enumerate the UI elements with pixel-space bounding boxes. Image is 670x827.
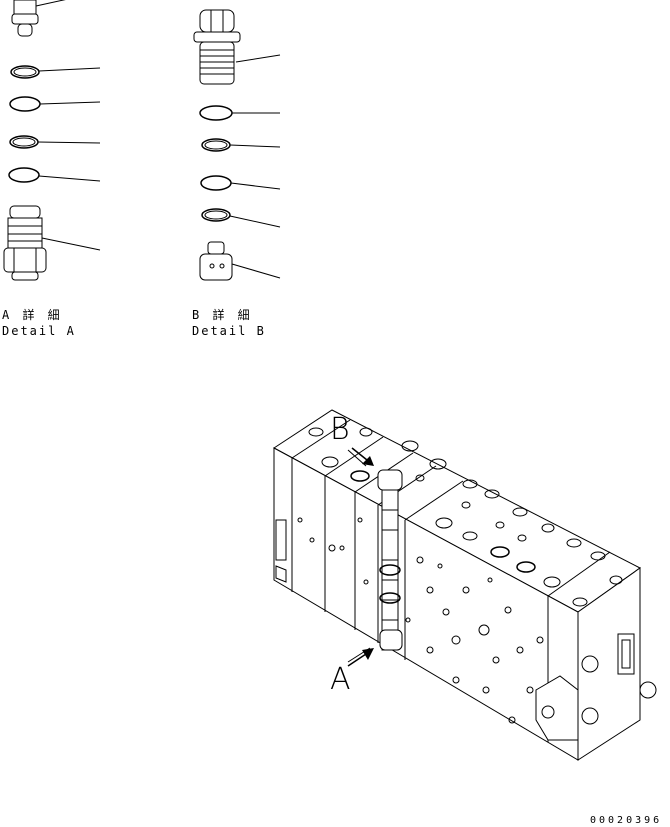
front-face-holes [297,517,544,724]
view-arrow-b [347,447,374,467]
detail-b-label-jp: B 詳 細 [192,308,253,322]
detail-a-parts [3,0,101,281]
detail-a-label-jp: A 詳 細 [2,308,63,322]
o-ring-a1 [10,65,40,79]
drawing-number: 00020396 [590,815,663,826]
end-cover [535,633,657,741]
detail-b-label-en: Detail B [192,324,266,338]
o-ring-b4 [201,208,231,222]
top-ports [308,427,623,607]
detail-a-label-en: Detail A [2,324,76,338]
o-ring-b1 [199,105,233,121]
control-valve-body [273,409,657,761]
view-b-letter: B [330,412,350,447]
valve-cartridge-a [3,205,101,281]
o-ring-b3 [200,175,232,191]
detail-b-parts [193,9,281,281]
spool-assembly [377,469,403,651]
o-ring-a4 [8,167,40,183]
view-a-letter: A [330,662,351,697]
o-ring-a2 [9,96,41,112]
poppet-b [199,241,281,281]
plug-part-a [11,0,66,37]
view-arrow-a [347,647,374,667]
plug-part-b [193,9,281,85]
